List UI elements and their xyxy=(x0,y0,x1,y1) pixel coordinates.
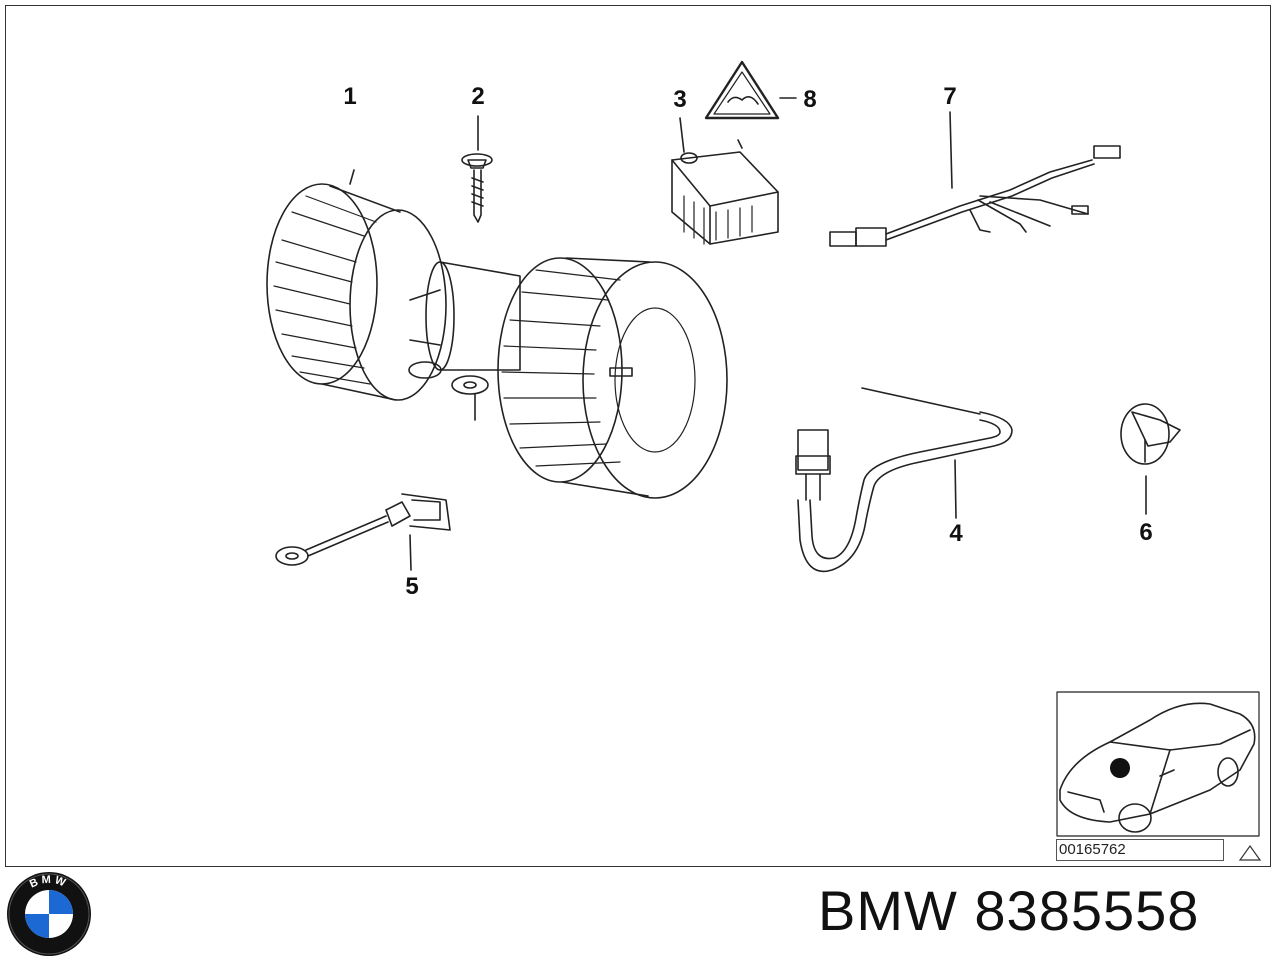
sensor-ring-drawing xyxy=(275,493,451,571)
callout-5: 5 xyxy=(405,573,418,600)
location-marker-icon xyxy=(1110,758,1130,778)
warning-label-drawing xyxy=(704,60,797,120)
wiring-harness-drawing xyxy=(829,111,1121,247)
screw-drawing xyxy=(461,115,493,223)
blower-motor-drawing xyxy=(266,169,728,499)
bmw-roundel-logo: BMW xyxy=(7,872,91,956)
diagram-reference-code: 00165762 xyxy=(1056,839,1224,861)
brand-part-number: BMW 8385558 xyxy=(818,879,1200,942)
cap-drawing xyxy=(1120,403,1181,515)
callout-2: 2 xyxy=(471,83,484,110)
car-locator-inset xyxy=(1056,691,1260,837)
callout-1: 1 xyxy=(343,83,356,110)
callout-8: 8 xyxy=(803,86,816,113)
logo-lettering: BMW xyxy=(28,874,70,891)
callout-3: 3 xyxy=(673,86,686,113)
callout-7: 7 xyxy=(943,83,956,110)
diagram-frame xyxy=(5,5,1271,867)
callout-6: 6 xyxy=(1139,519,1152,546)
temp-sensor-drawing xyxy=(795,387,1013,573)
caution-triangle-icon xyxy=(1238,844,1262,861)
callout-4: 4 xyxy=(949,520,963,547)
resistor-drawing xyxy=(671,117,779,245)
